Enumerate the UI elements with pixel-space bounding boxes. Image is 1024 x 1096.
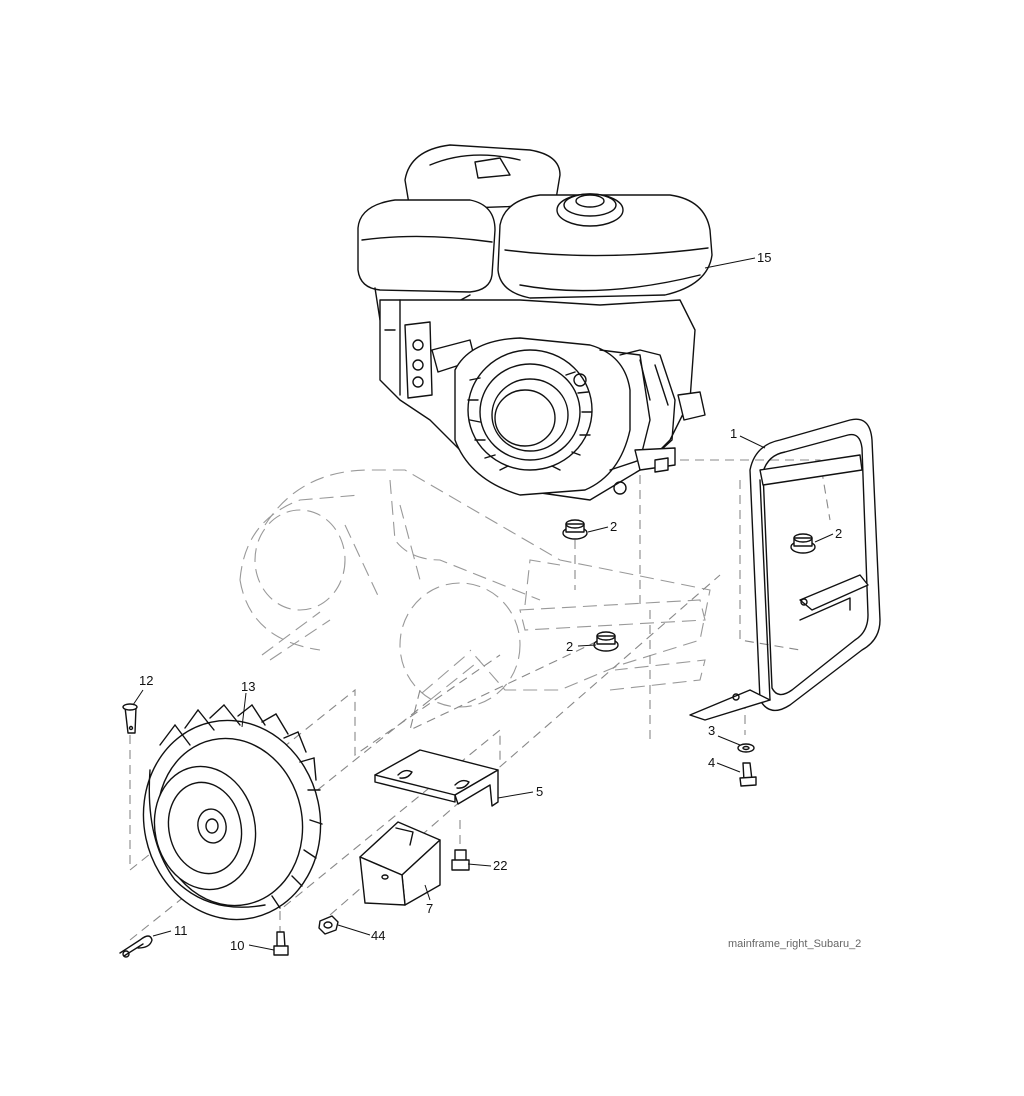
engine-assembly: [357, 144, 713, 501]
clevis-pin: [122, 703, 138, 734]
bumper-guard: [689, 418, 881, 721]
flange-nut-2a: [562, 519, 588, 540]
weight-block: [359, 821, 441, 906]
callout-13: 13: [241, 679, 255, 694]
hitch-pin: [119, 935, 153, 958]
callout-2: 2: [566, 639, 573, 654]
bolt-10: [273, 931, 289, 956]
hex-bolt: [739, 762, 757, 787]
wheel-tire: [142, 704, 323, 921]
bolt-22: [451, 849, 470, 871]
callout-2: 2: [835, 526, 842, 541]
callout-44: 44: [371, 928, 385, 943]
drawing-caption: mainframe_right_Subaru_2: [728, 938, 861, 950]
callout-2: 2: [610, 519, 617, 534]
phantom-tiller-frame: [239, 469, 711, 708]
callout-5: 5: [536, 784, 543, 799]
callout-15: 15: [757, 250, 771, 265]
nut-44: [318, 915, 339, 935]
callout-10: 10: [230, 938, 244, 953]
callout-labels: 15 1 2 2 2 3 4 12 13 5 22 7 11 10 44: [139, 250, 842, 953]
flange-nut-2b: [790, 533, 816, 554]
callout-7: 7: [426, 901, 433, 916]
callout-12: 12: [139, 673, 153, 688]
callout-11: 11: [174, 923, 188, 938]
callout-4: 4: [708, 755, 715, 770]
callout-3: 3: [708, 723, 715, 738]
callout-22: 22: [493, 858, 507, 873]
flange-nut-2c: [593, 631, 619, 652]
callout-1: 1: [730, 426, 737, 441]
washer: [737, 743, 755, 753]
weight-bracket: [374, 749, 499, 807]
leader-lines: [132, 257, 834, 951]
